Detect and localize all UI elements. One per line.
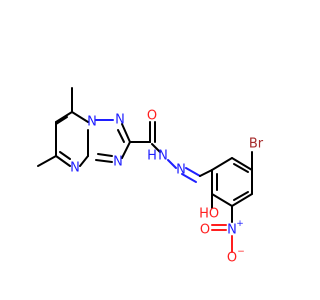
bond-c2-n3 — [121, 141, 131, 159]
bond-c7-nbridge — [71, 111, 89, 123]
bond-n3-c3a-double — [97, 153, 113, 157]
bond-n4-c3a — [79, 155, 89, 167]
bond-c7-c6-double — [55, 116, 68, 125]
bond-n1-c2 — [121, 123, 131, 143]
bond-c3b-c2b — [211, 193, 233, 207]
bond-c6b-c5b — [231, 157, 253, 171]
molecule-canvas: N N N N O N H N Br O H N + O O − — [37, 87, 264, 266]
bond-n-ch — [185, 167, 201, 177]
atom-n-bridge: N — [87, 115, 97, 130]
bond-c5-methyl — [37, 155, 57, 167]
bond-n1-c2-double — [117, 129, 125, 143]
bond-c4b-c3b-double — [233, 191, 249, 201]
atom-br: Br — [249, 137, 264, 152]
atom-no2-n: N — [227, 223, 237, 238]
atom-n-triazole-bottom: N — [113, 155, 123, 170]
bond-nh-n — [167, 159, 177, 169]
molecule-structure: N N N N O N H N Br O H N + O O − — [37, 87, 264, 266]
atom-o-carbonyl: O — [147, 109, 157, 124]
atom-n-triazole-top: N — [115, 113, 125, 128]
bond-n-ch-double — [181, 173, 197, 183]
bond-carbonyl-nh — [151, 143, 161, 153]
bond-n3-c3a — [95, 159, 113, 163]
atom-oh-h: H — [199, 207, 209, 222]
bond-c4b-c3b — [231, 193, 253, 207]
atom-n-imine: N — [176, 163, 186, 178]
atom-n-hydrazide: N — [158, 149, 168, 164]
atom-no2-o-bottom: O — [227, 251, 237, 266]
bond-c1-c6b — [211, 157, 233, 171]
atom-no2-minus: − — [237, 247, 245, 257]
atom-oh-o: O — [209, 207, 219, 222]
atom-no2-plus: + — [236, 219, 244, 229]
atom-n-pyrimidine: N — [70, 161, 80, 176]
bond-c7-c6 — [55, 111, 73, 123]
bond-c5-n4-double — [59, 151, 71, 160]
atom-no2-o-left: O — [200, 223, 210, 238]
bond-ch-c1 — [199, 169, 213, 177]
atom-h-hydrazide: H — [147, 149, 157, 164]
bond-c5-n4 — [55, 155, 71, 167]
bond-c6b-c5b-double — [233, 163, 249, 173]
